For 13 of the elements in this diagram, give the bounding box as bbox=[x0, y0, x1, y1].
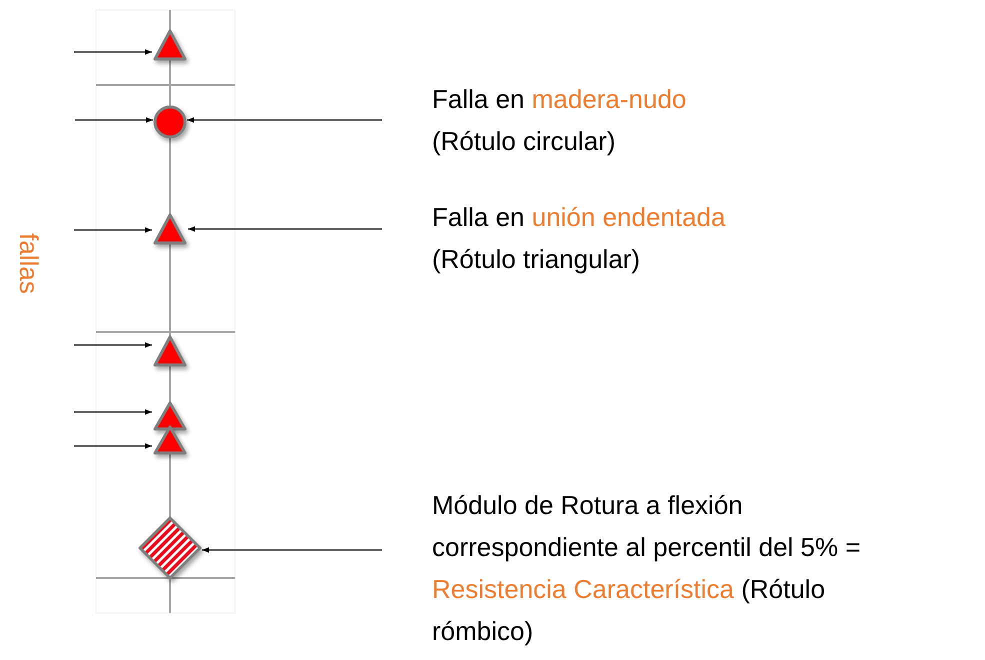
axis-label: fallas bbox=[12, 233, 44, 294]
annotation-text: Falla en madera-nudo (Rótulo circular) bbox=[432, 83, 688, 158]
annotation-text: Falla en unión endentada (Rótulo triangular) bbox=[432, 201, 726, 276]
arrow bbox=[74, 49, 152, 55]
annotation-text: Módulo de Rotura a flexión correspondiente al percentil del 5% = Resistencia Característica (Rótulo rómbico) bbox=[432, 489, 862, 648]
arrow bbox=[75, 117, 153, 123]
arrow bbox=[188, 226, 382, 232]
arrow bbox=[187, 117, 382, 123]
arrow bbox=[74, 409, 152, 415]
arrow bbox=[74, 227, 152, 233]
arrow bbox=[74, 443, 152, 449]
arrow bbox=[74, 342, 152, 348]
arrow bbox=[202, 547, 382, 553]
